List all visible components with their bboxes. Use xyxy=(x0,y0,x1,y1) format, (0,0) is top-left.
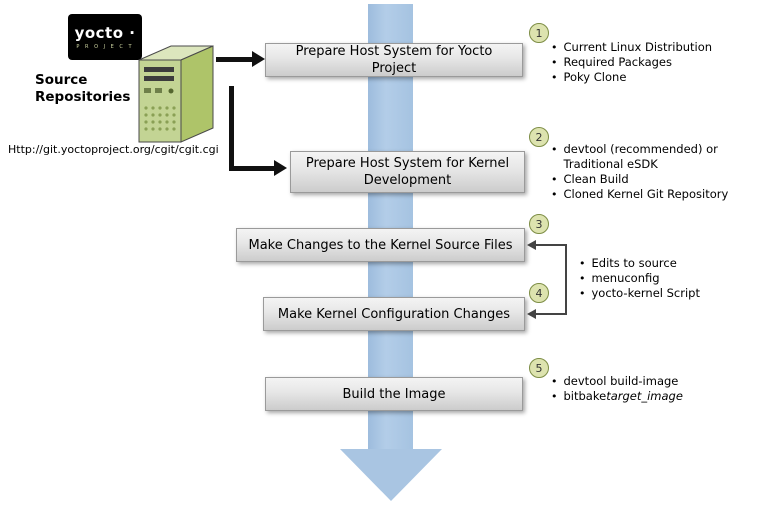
bullet-item: Current Linux Distribution xyxy=(551,40,751,55)
step1-bullet-list: Current Linux Distribution Required Pack… xyxy=(551,40,751,85)
yocto-logo-tagline: P R O J E C T xyxy=(76,44,134,50)
arrow-to-step1 xyxy=(216,57,254,62)
yocto-logo-text: yocto · xyxy=(74,24,136,42)
step2-bullet-list: devtool (recommended) or Traditional eSD… xyxy=(551,142,736,202)
bullet-item: devtool (recommended) or Traditional eSD… xyxy=(551,142,736,172)
source-label-line1: Source xyxy=(35,72,88,88)
bullet-item: Edits to source xyxy=(579,256,749,271)
bullet-item: bitbake target_image xyxy=(551,389,741,404)
server-icon xyxy=(133,36,221,152)
bullet-item: Clean Build xyxy=(551,172,736,187)
step2-box: Prepare Host System for Kernel Developme… xyxy=(290,151,525,193)
flow-arrow-shaft xyxy=(368,4,413,451)
bullet-item: Cloned Kernel Git Repository xyxy=(551,187,736,202)
bullet-item: Required Packages xyxy=(551,55,751,70)
step2-number-badge: 2 xyxy=(529,127,549,147)
shared-connector-arrow-step3-icon xyxy=(527,240,536,250)
yocto-logo: yocto · P R O J E C T xyxy=(68,14,142,60)
bullet-item: devtool build-image xyxy=(551,374,741,389)
shared-connector-vertical xyxy=(565,244,567,314)
arrow-to-step2-vertical xyxy=(229,86,234,171)
arrow-to-step2-head-icon xyxy=(274,160,287,176)
arrow-to-step1-head-icon xyxy=(252,51,265,67)
shared-connector-top xyxy=(536,244,567,246)
source-label-line2: Repositories xyxy=(35,89,131,105)
step4-box: Make Kernel Configuration Changes xyxy=(263,297,525,331)
step1-number-badge: 1 xyxy=(529,23,549,43)
bullet-item: menuconfig xyxy=(579,271,749,286)
shared-connector-bottom xyxy=(536,313,567,315)
step4-number-badge: 4 xyxy=(529,283,549,303)
step5-bullet-list: devtool build-image bitbake target_image xyxy=(551,374,741,404)
shared-connector-arrow-step4-icon xyxy=(527,309,536,319)
bitbake-prefix: bitbake xyxy=(563,389,607,403)
step3-box: Make Changes to the Kernel Source Files xyxy=(236,228,525,262)
step5-box: Build the Image xyxy=(265,377,523,411)
flow-arrow-head-icon xyxy=(340,449,442,501)
step5-number-badge: 5 xyxy=(529,358,549,378)
steps3-4-shared-bullet-list: Edits to source menuconfig yocto-kernel … xyxy=(579,256,749,301)
step3-number-badge: 3 xyxy=(529,214,549,234)
source-repositories-label: Source Repositories xyxy=(35,72,130,106)
git-repo-url: Http://git.yoctoproject.org/cgit/cgit.cg… xyxy=(8,143,219,156)
bullet-item: Poky Clone xyxy=(551,70,751,85)
server-tower-icon xyxy=(138,45,214,143)
bitbake-target-image: target_image xyxy=(606,389,683,403)
bullet-item: yocto-kernel Script xyxy=(579,286,749,301)
arrow-to-step2-horizontal xyxy=(229,166,276,171)
step1-box: Prepare Host System for Yocto Project xyxy=(265,43,523,77)
